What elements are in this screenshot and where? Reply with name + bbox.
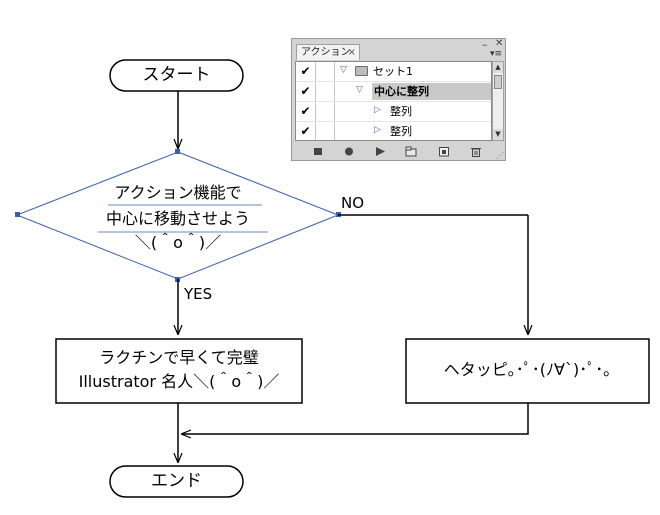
toggle-checkbox[interactable]: ✔ [296, 62, 316, 81]
tab-actions-label: アクション [301, 47, 351, 58]
toggle-checkbox[interactable]: ✔ [296, 102, 316, 121]
scroll-up-icon[interactable]: ▲ [493, 62, 503, 73]
scroll-down-icon[interactable]: ▼ [493, 129, 503, 140]
stop-icon[interactable] [312, 146, 324, 157]
play-icon[interactable] [374, 146, 386, 157]
process-yes-line1: ラクチンで早くて完璧 [99, 348, 259, 367]
record-icon[interactable] [343, 146, 355, 157]
process-no-text: ヘタッピ｡･ﾟ･(ﾉ∀`)･ﾟ･｡ [443, 360, 612, 379]
command-name: 整列 [390, 105, 412, 118]
list-item-command[interactable]: ✔ ▷ 整列 [296, 102, 491, 122]
scroll-thumb[interactable] [494, 75, 502, 89]
dialog-toggle[interactable] [316, 122, 335, 140]
close-icon[interactable]: ✕ [495, 38, 504, 49]
delete-icon[interactable] [470, 146, 482, 157]
new-set-icon[interactable] [405, 146, 417, 157]
decision-text-line1: アクション機能で [114, 183, 242, 202]
set-name: セット1 [373, 65, 413, 78]
text-squiggle-underlines [98, 204, 268, 233]
start-terminal [109, 59, 244, 92]
collapse-icon[interactable]: – [482, 38, 488, 51]
panel-toolbar [292, 142, 505, 161]
connector-process-no-merge [182, 403, 529, 434]
list-item-command[interactable]: ✔ ▷ 整列 [296, 122, 491, 140]
toggle-checkbox[interactable]: ✔ [296, 82, 316, 101]
scrollbar[interactable]: ▲ ▼ [492, 61, 504, 141]
resize-grip-icon[interactable]: ⋰ [496, 151, 504, 160]
folder-icon [355, 66, 368, 76]
panel-menu-icon[interactable]: ▾≡ [490, 49, 503, 59]
process-box-no [405, 338, 650, 404]
dialog-toggle[interactable] [316, 82, 335, 101]
process-box-yes [55, 338, 303, 404]
start-label: スタート [142, 65, 211, 85]
tab-close-icon[interactable]: × [347, 47, 356, 58]
decision-text-line3: ＼(＾o＾)／ [134, 233, 222, 252]
actions-list: ✔ ▽ セット1 ✔ ▽ 中心に整列 ✔ ▷ 整列 ✔ ▷ 整列 [295, 61, 492, 141]
decision-text-line2: 中心に移動させよう [105, 209, 250, 228]
tab-actions[interactable]: アクション × [296, 44, 360, 60]
expand-triangle-icon[interactable]: ▽ [356, 85, 363, 95]
no-label: NO [341, 194, 365, 212]
list-item-set[interactable]: ✔ ▽ セット1 [296, 62, 491, 82]
command-name: 整列 [390, 125, 412, 138]
process-yes-line2: Illustrator 名人＼(＾o＾)／ [78, 372, 280, 391]
new-action-icon[interactable] [438, 146, 450, 157]
list-item-action[interactable]: ✔ ▽ 中心に整列 [296, 82, 491, 102]
collapse-triangle-icon[interactable]: ▷ [374, 105, 381, 115]
action-name: 中心に整列 [372, 83, 491, 100]
end-terminal [109, 465, 244, 498]
actions-panel: アクション × – ✕ ▾≡ ✔ ▽ セット1 ✔ ▽ 中心に整列 ✔ ▷ 整列… [291, 38, 506, 161]
end-label: エンド [151, 471, 202, 491]
yes-label: YES [184, 285, 213, 303]
dialog-toggle[interactable] [316, 102, 335, 121]
expand-triangle-icon[interactable]: ▽ [340, 65, 347, 75]
toggle-checkbox[interactable]: ✔ [296, 122, 316, 140]
collapse-triangle-icon[interactable]: ▷ [374, 125, 381, 135]
dialog-toggle[interactable] [316, 62, 335, 81]
